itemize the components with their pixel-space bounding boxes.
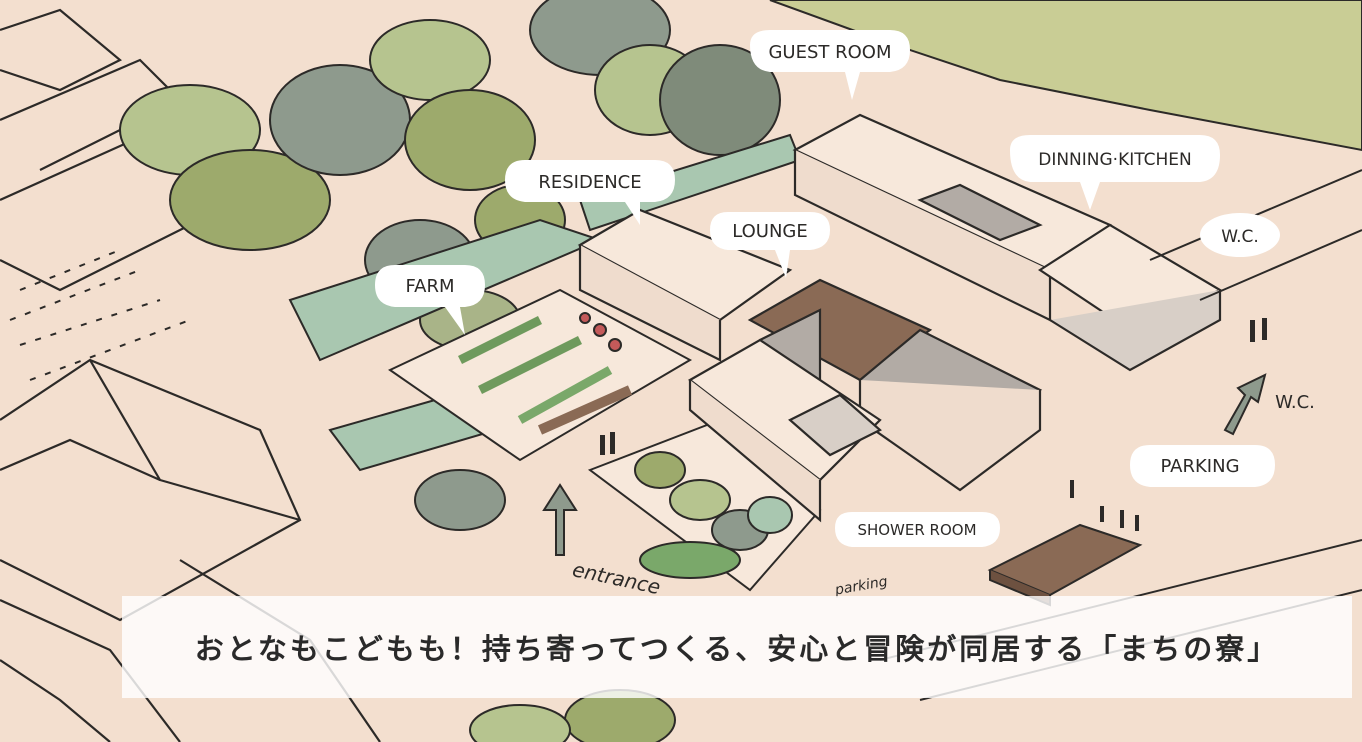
- label-farm: FARM: [405, 276, 454, 297]
- field-lines: [9, 249, 191, 381]
- label-dining-kitchen: DINNING·KITCHEN: [1038, 150, 1192, 170]
- building-complex: [577, 113, 1223, 523]
- wc-arrow: [1223, 373, 1267, 436]
- entrance-arrow: [542, 483, 578, 556]
- label-residence: RESIDENCE: [538, 172, 641, 193]
- label-bubbles: GUEST ROOM DINNING·KITCHEN RESIDENCE LOU…: [375, 30, 1315, 599]
- label-wc-top: W.C.: [1221, 227, 1259, 247]
- label-guest-room: GUEST ROOM: [768, 42, 891, 63]
- farm-plot: [388, 288, 693, 462]
- arrows: [542, 373, 1267, 556]
- label-lounge: LOUNGE: [732, 221, 808, 242]
- label-wc-arrow: W.C.: [1275, 392, 1315, 413]
- deck: [987, 523, 1143, 607]
- caption-banner: おとなもこどもも！持ち寄ってつくる、安心と冒険が同居する「まちの寮」: [122, 596, 1352, 698]
- people: [600, 318, 1267, 531]
- label-shower-room: SHOWER ROOM: [857, 521, 976, 539]
- label-parking: PARKING: [1160, 456, 1239, 477]
